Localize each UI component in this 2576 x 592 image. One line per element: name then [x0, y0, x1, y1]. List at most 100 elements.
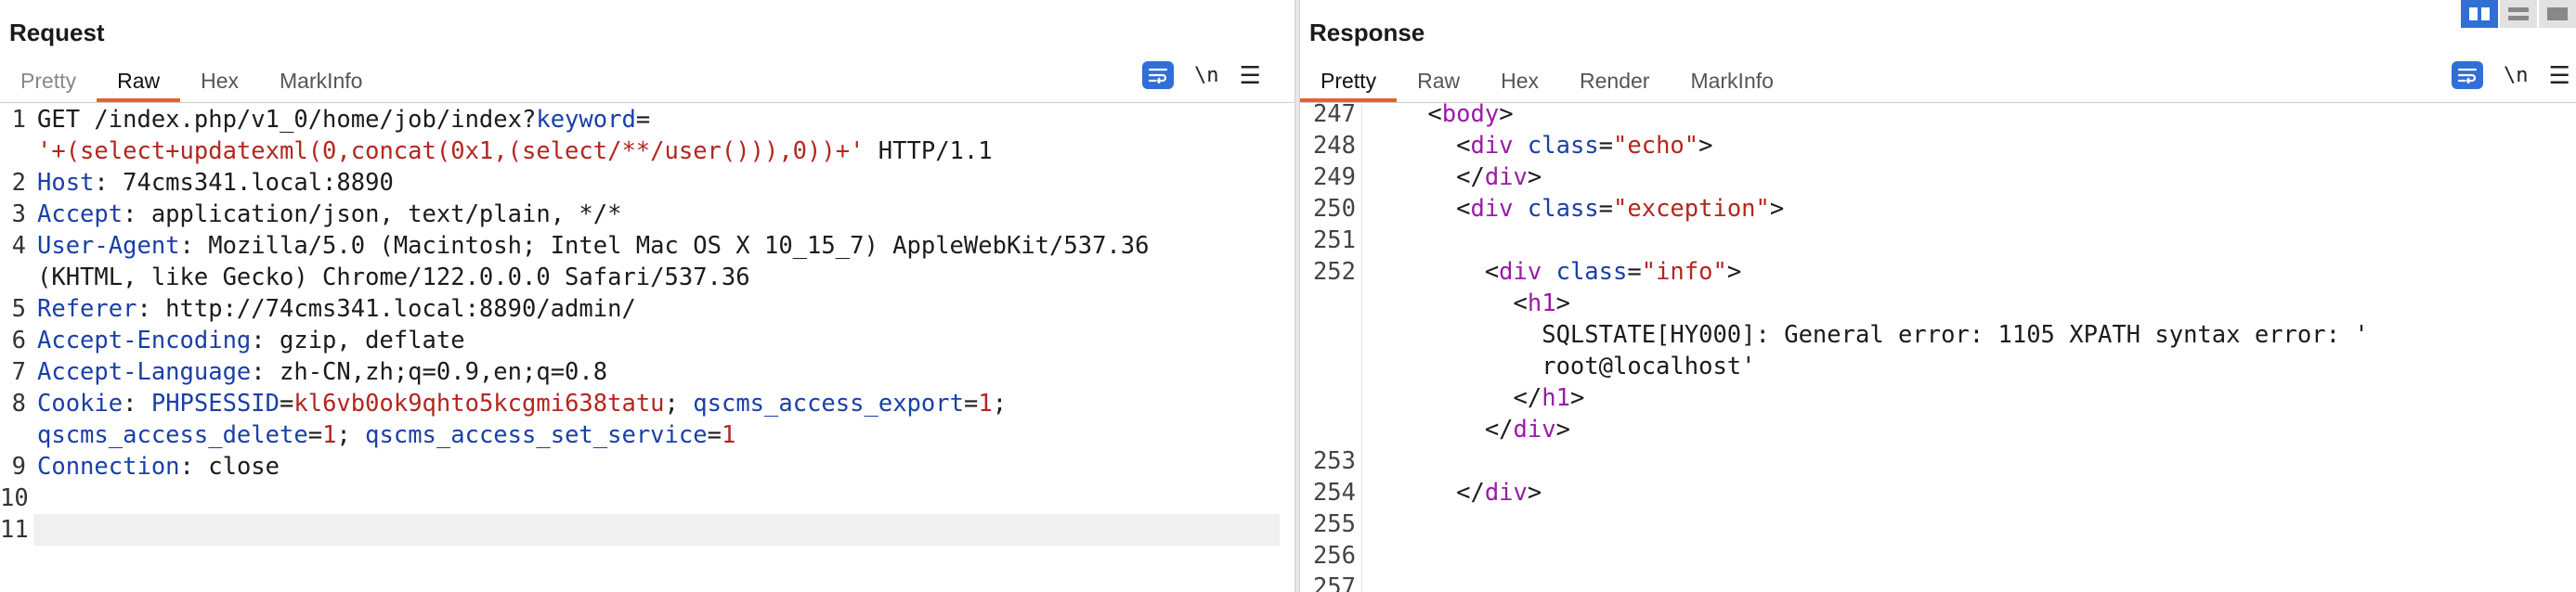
line-number: 11 — [0, 516, 29, 544]
code-line: <h1> — [1300, 288, 2576, 319]
response-tab-hex[interactable]: Hex — [1501, 69, 1539, 93]
text-wrap-icon[interactable] — [2452, 61, 2483, 89]
request-pane: Request Pretty Raw Hex MarkInfo \n ☰ 1 GE… — [0, 19, 1295, 592]
line-text: <div class="exception"> — [1371, 195, 1785, 223]
layout-toggle — [2459, 0, 2576, 28]
newline-toggle-button[interactable]: \n — [2504, 63, 2529, 87]
newline-toggle-button[interactable]: \n — [1194, 63, 1219, 87]
hamburger-menu-icon[interactable]: ☰ — [2548, 61, 2570, 89]
code-line: 247 <body> — [1300, 98, 2576, 130]
line-number: 257 — [1312, 573, 1356, 592]
request-toolbar: \n ☰ — [1142, 61, 1261, 89]
code-line: 252 <div class="info"> — [1300, 256, 2576, 288]
line-text: </div> — [1371, 416, 1570, 444]
code-line: 255 — [1300, 508, 2576, 540]
line-number: 6 — [11, 327, 26, 354]
code-line: </div> — [1300, 414, 2576, 445]
text-wrap-icon[interactable] — [1142, 61, 1174, 89]
request-title: Request — [9, 19, 105, 46]
line-number: 7 — [11, 358, 26, 386]
line-number: 254 — [1312, 479, 1356, 507]
response-pane: Response Pretty Raw Hex Render MarkInfo … — [1300, 0, 2576, 592]
request-tabs-divider — [0, 102, 1295, 103]
code-line: 8 Cookie: PHPSESSID=kl6vb0ok9qhto5kcgmi63… — [0, 388, 1295, 419]
code-line: 248 <div class="echo"> — [1300, 130, 2576, 161]
request-tab-markinfo[interactable]: MarkInfo — [280, 69, 363, 93]
code-line: 254 </div> — [1300, 477, 2576, 508]
line-text: qscms_access_delete=1; qscms_access_set_… — [37, 421, 736, 449]
response-tab-raw[interactable]: Raw — [1417, 69, 1461, 93]
line-text: <h1> — [1371, 290, 1570, 317]
line-text: GET /index.php/v1_0/home/job/index?keywo… — [37, 106, 651, 134]
code-line: 9 Connection: close — [0, 451, 1295, 483]
request-tabs: Pretty Raw Hex MarkInfo — [0, 65, 383, 102]
line-text: Cookie: PHPSESSID=kl6vb0ok9qhto5kcgmi638… — [37, 390, 1008, 418]
response-tabs-divider — [1300, 102, 2576, 103]
code-line: 251 — [1300, 225, 2576, 256]
line-text: <div class="info"> — [1371, 258, 1742, 286]
line-number: 249 — [1312, 163, 1356, 191]
line-number: 247 — [1312, 100, 1356, 128]
line-text: <body> — [1371, 100, 1514, 128]
pane-splitter[interactable] — [1295, 0, 1300, 592]
code-line: (KHTML, like Gecko) Chrome/122.0.0.0 Saf… — [0, 262, 1295, 293]
request-tab-hex[interactable]: Hex — [201, 69, 239, 93]
code-line: 5 Referer: http://74cms341.local:8890/adm… — [0, 293, 1295, 325]
line-text: Accept-Language: zh-CN,zh;q=0.9,en;q=0.8 — [37, 358, 608, 386]
response-tabs: Pretty Raw Hex Render MarkInfo — [1300, 65, 1794, 102]
line-text: </div> — [1371, 479, 1542, 507]
line-number: 8 — [11, 390, 26, 418]
line-number: 9 — [11, 453, 26, 481]
response-tab-pretty[interactable]: Pretty — [1300, 65, 1398, 102]
code-line: '+(select+updatexml(0,concat(0x1,(select… — [0, 135, 1295, 167]
code-line: 257 — [1300, 572, 2576, 592]
line-number: 250 — [1312, 195, 1356, 223]
code-line: 250 <div class="exception"> — [1300, 193, 2576, 225]
response-tab-markinfo[interactable]: MarkInfo — [1690, 69, 1774, 93]
code-line: 6 Accept-Encoding: gzip, deflate — [0, 325, 1295, 356]
hamburger-menu-icon[interactable]: ☰ — [1239, 61, 1261, 89]
line-number: 252 — [1312, 258, 1356, 286]
request-tab-pretty[interactable]: Pretty — [20, 69, 77, 93]
code-line: 1 GET /index.php/v1_0/home/job/index?keyw… — [0, 104, 1295, 135]
response-title: Response — [1309, 19, 1425, 46]
request-tab-raw[interactable]: Raw — [97, 65, 181, 102]
line-number: 256 — [1312, 542, 1356, 570]
line-text: <div class="echo"> — [1371, 132, 1713, 160]
line-text: Connection: close — [37, 453, 280, 481]
layout-stacked-icon[interactable] — [2498, 0, 2537, 28]
line-text: root@localhost' — [1371, 353, 1756, 380]
code-line: root@localhost' — [1300, 351, 2576, 382]
line-text: (KHTML, like Gecko) Chrome/122.0.0.0 Saf… — [37, 264, 750, 291]
line-number: 5 — [11, 295, 26, 323]
line-text: </div> — [1371, 163, 1542, 191]
line-number: 4 — [11, 232, 26, 260]
code-line: SQLSTATE[HY000]: General error: 1105 XPA… — [1300, 319, 2576, 351]
line-text: Host: 74cms341.local:8890 — [37, 169, 394, 197]
code-line: </h1> — [1300, 382, 2576, 414]
line-number: 10 — [0, 484, 29, 512]
line-number: 1 — [11, 106, 26, 134]
response-toolbar: \n ☰ — [2452, 61, 2570, 89]
line-text: SQLSTATE[HY000]: General error: 1105 XPA… — [1371, 321, 2369, 349]
current-line-highlight — [33, 514, 1280, 546]
response-tab-render[interactable]: Render — [1580, 69, 1650, 93]
code-line: 7 Accept-Language: zh-CN,zh;q=0.9,en;q=0.… — [0, 356, 1295, 388]
line-number: 248 — [1312, 132, 1356, 160]
line-number: 251 — [1312, 226, 1356, 254]
layout-single-icon[interactable] — [2537, 0, 2576, 28]
line-number: 255 — [1312, 510, 1356, 538]
line-text: Accept-Encoding: gzip, deflate — [37, 327, 465, 354]
code-line: 249 </div> — [1300, 161, 2576, 193]
code-line: qscms_access_delete=1; qscms_access_set_… — [0, 419, 1295, 451]
code-line: 11 — [0, 514, 1295, 546]
response-editor[interactable]: 247 <body>248 <div class="echo">249 </di… — [1300, 100, 2576, 592]
line-text: '+(select+updatexml(0,concat(0x1,(select… — [37, 137, 993, 165]
line-text: Referer: http://74cms341.local:8890/admi… — [37, 295, 636, 323]
layout-side-by-side-icon[interactable] — [2459, 0, 2498, 28]
request-editor[interactable]: 1 GET /index.php/v1_0/home/job/index?keyw… — [0, 104, 1295, 592]
line-number: 3 — [11, 200, 26, 228]
